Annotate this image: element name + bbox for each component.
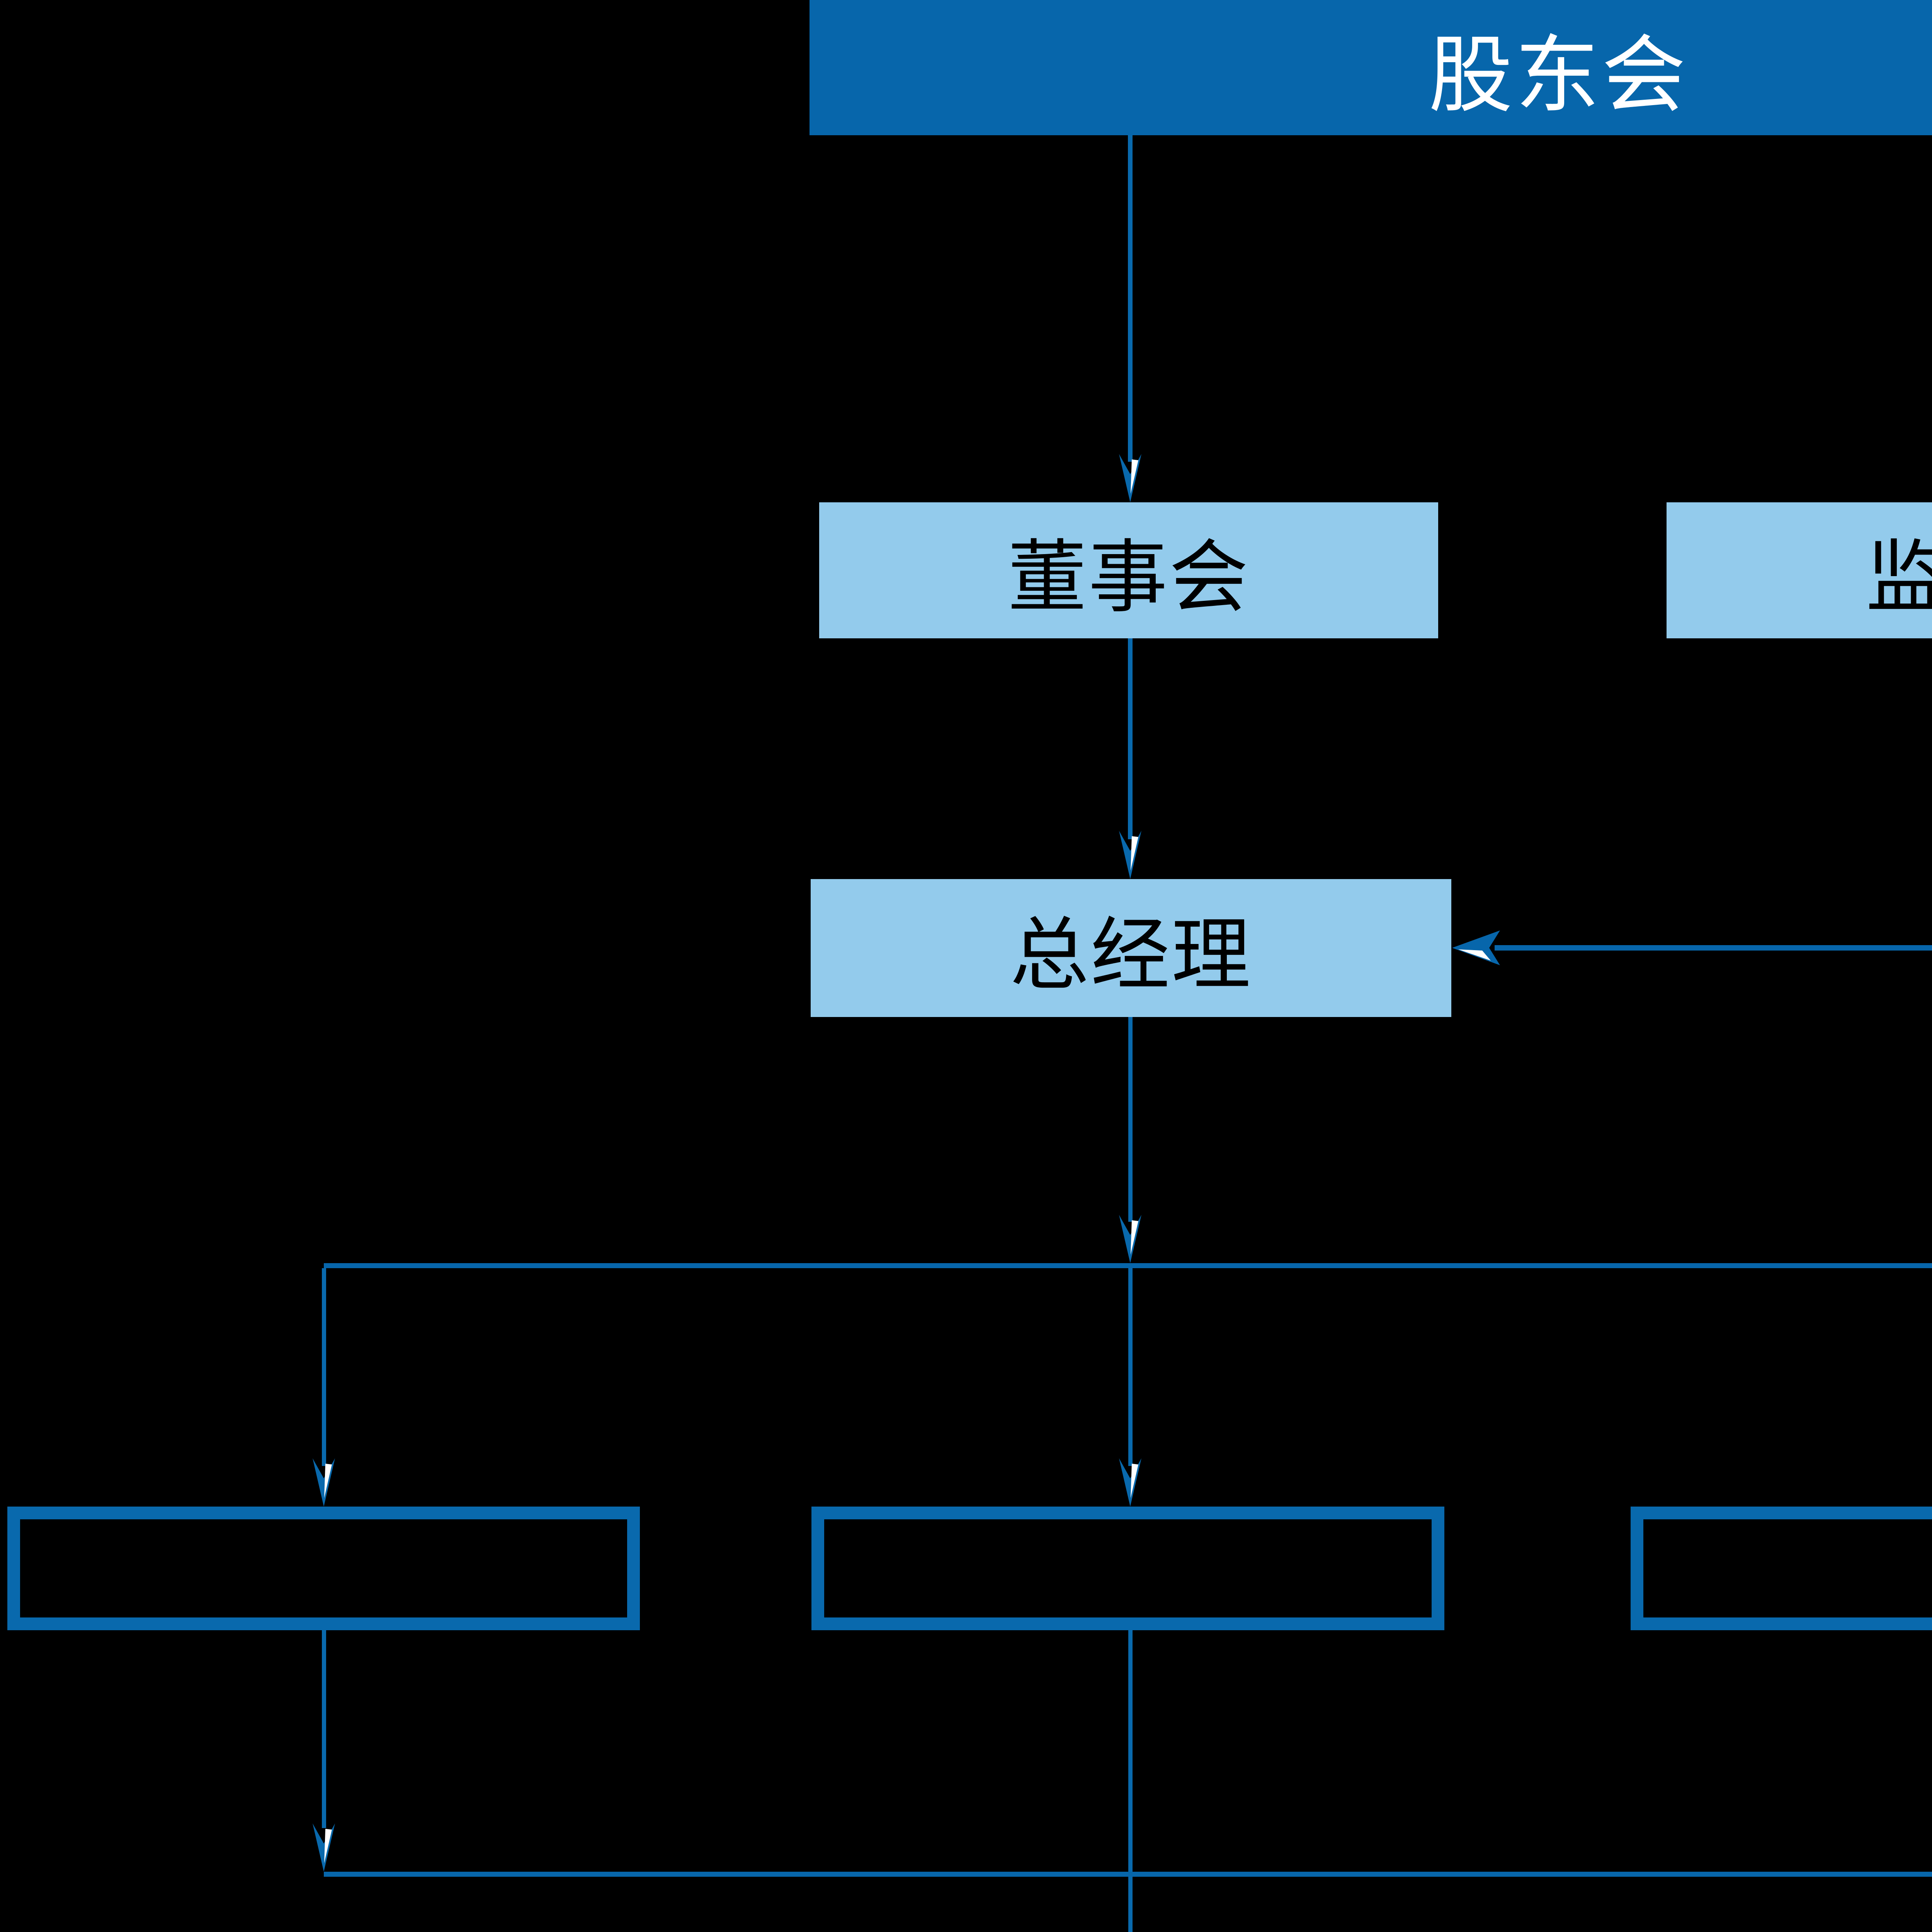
line-bar2-center-down xyxy=(1128,1877,1133,1932)
node-shareholders-meeting-label: 股东会 xyxy=(1429,29,1688,122)
line-root-to-board xyxy=(1128,135,1133,462)
outlined-box-right xyxy=(1631,1507,1932,1630)
line-supervisor-elbow-horizontal xyxy=(1495,945,1932,951)
node-general-manager-label: 总经理 xyxy=(1010,911,1252,999)
outlined-box-left xyxy=(7,1507,640,1630)
junction-bar-1 xyxy=(324,1263,1932,1268)
line-bar1-center-down xyxy=(1128,1268,1133,1466)
arrowhead-onto-bar2-left xyxy=(313,1823,335,1872)
line-bar1-left-down xyxy=(322,1268,326,1466)
node-board-of-directors: 董事会 xyxy=(819,502,1438,638)
line-board-to-gm xyxy=(1128,638,1133,839)
junction-bar-2 xyxy=(324,1872,1932,1877)
node-supervisory-board: 监事会 xyxy=(1667,502,1932,638)
node-shareholders-meeting: 股东会 xyxy=(810,0,1932,135)
outlined-box-center xyxy=(811,1507,1444,1630)
line-boxleft-down xyxy=(322,1630,326,1828)
node-general-manager: 总经理 xyxy=(811,879,1451,1017)
node-board-of-directors-label: 董事会 xyxy=(1007,533,1250,622)
line-boxcenter-down xyxy=(1128,1630,1133,1872)
node-supervisory-board-label: 监事会 xyxy=(1866,533,1932,622)
arrowhead-onto-bar1 xyxy=(1119,1215,1141,1263)
line-gm-down xyxy=(1128,1017,1133,1222)
arrowhead-into-gm-right xyxy=(1452,930,1500,965)
